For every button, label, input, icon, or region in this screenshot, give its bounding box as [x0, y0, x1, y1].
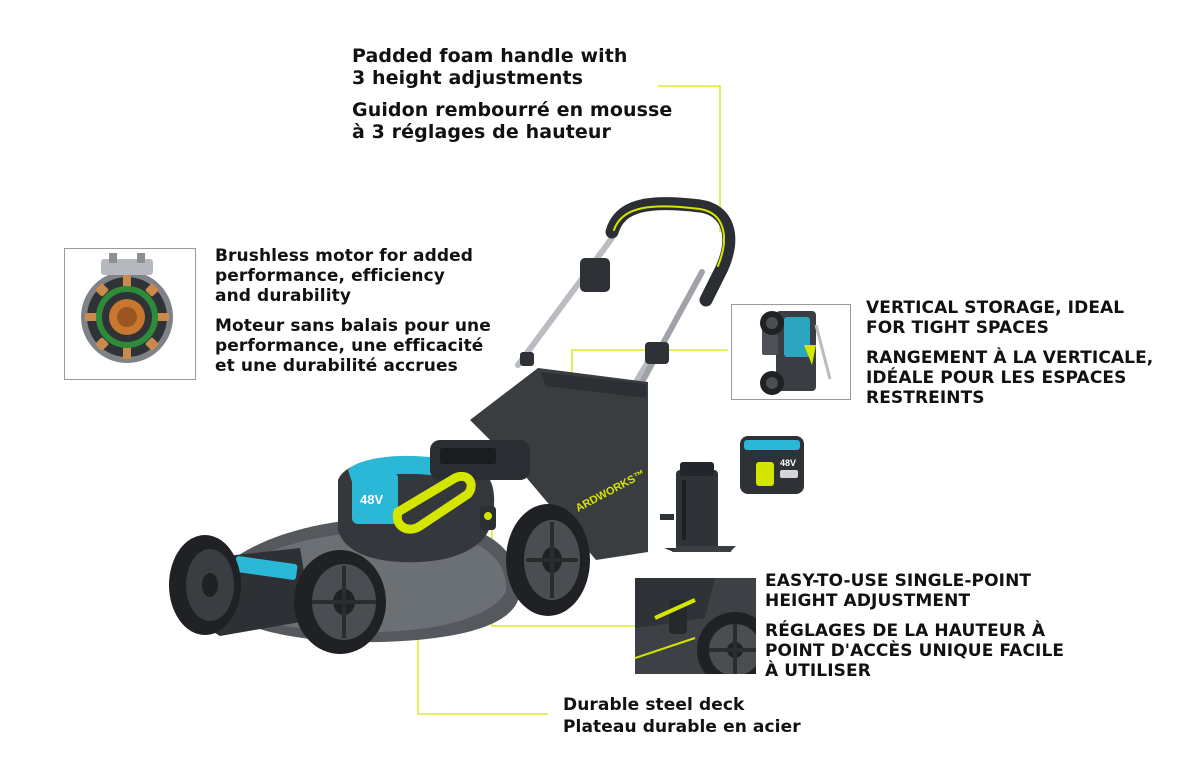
deck-en-line-1: Durable steel deck — [563, 695, 745, 715]
handle-callout: Padded foam handle with 3 height adjustm… — [352, 45, 672, 143]
motor-en-line-2: performance, efficiency — [215, 266, 445, 286]
rear-wheel — [506, 504, 590, 616]
deck-fr-line-1: Plateau durable en acier — [563, 717, 801, 737]
height-fr-line-2: POINT D'ACCÈS UNIQUE FACILE — [765, 641, 1065, 661]
leader-handle — [658, 85, 721, 232]
height-adjust-icon — [635, 578, 756, 674]
motor-fr-line-2: performance, une efficacité — [215, 336, 484, 356]
mower-battery-voltage: 48V — [360, 492, 383, 507]
handle-en-line-2: 3 height adjustments — [352, 67, 584, 89]
storage-callout: VERTICAL STORAGE, IDEAL FOR TIGHT SPACES… — [866, 298, 1153, 408]
storage-fr-line-2: IDÉALE POUR LES ESPACES — [866, 368, 1127, 388]
mower-battery — [352, 472, 398, 524]
handle-fr-line-1: Guidon rembourré en mousse — [352, 99, 673, 121]
front-bumper-handle — [234, 556, 298, 580]
front-left-wheel — [169, 535, 241, 635]
handle-fr-line-2: à 3 réglages de hauteur — [352, 121, 612, 143]
battery-pack-voltage: 48V — [780, 458, 796, 468]
height-en-line-1: EASY-TO-USE SINGLE-POINT — [765, 571, 1032, 591]
motor-en-line-1: Brushless motor for added — [215, 246, 474, 266]
brushless-motor-icon — [81, 253, 173, 363]
yellow-carry-handle — [392, 472, 476, 534]
handle-en-line-1: Padded foam handle with — [352, 45, 628, 67]
storage-fr-line-3: RESTREINTS — [866, 388, 985, 408]
motor-en-line-3: and durability — [215, 286, 352, 306]
vertical-storage-inset — [731, 304, 851, 400]
vertical-storage-icon — [760, 311, 832, 395]
motor-inset — [64, 248, 196, 380]
lawn-mower: ARDWORKS™ 48V — [169, 197, 736, 654]
storage-en-line-1: VERTICAL STORAGE, IDEAL — [866, 298, 1125, 318]
battery-pack: 48V — [740, 436, 804, 494]
grass-bag — [470, 368, 648, 560]
height-fr-line-1: RÉGLAGES DE LA HAUTEUR À — [765, 621, 1046, 641]
storage-fr-line-1: RANGEMENT À LA VERTICALE, — [866, 348, 1154, 368]
battery-charger — [660, 462, 736, 552]
height-adjustment-inset — [635, 578, 756, 674]
motor-fr-line-3: et une durabilité accrues — [215, 356, 458, 376]
motor-callout: Brushless motor for added performance, e… — [215, 246, 491, 376]
storage-en-line-2: FOR TIGHT SPACES — [866, 318, 1049, 338]
motor-fr-line-1: Moteur sans balais pour une — [215, 316, 491, 336]
deck-callout: Durable steel deck Plateau durable en ac… — [563, 695, 801, 737]
height-fr-line-3: À UTILISER — [765, 661, 871, 681]
height-en-line-2: HEIGHT ADJUSTMENT — [765, 591, 971, 611]
front-right-wheel — [294, 550, 386, 654]
height-callout: EASY-TO-USE SINGLE-POINT HEIGHT ADJUSTME… — [765, 571, 1064, 681]
